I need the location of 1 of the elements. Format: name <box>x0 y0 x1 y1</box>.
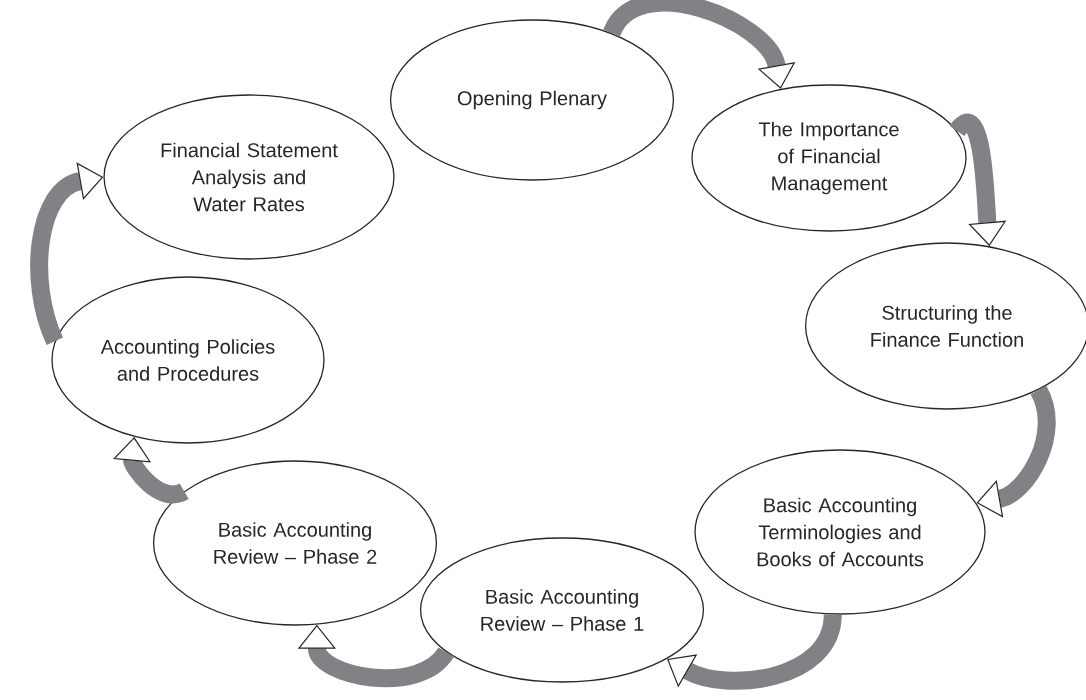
curved-block-arrow <box>30 162 104 345</box>
